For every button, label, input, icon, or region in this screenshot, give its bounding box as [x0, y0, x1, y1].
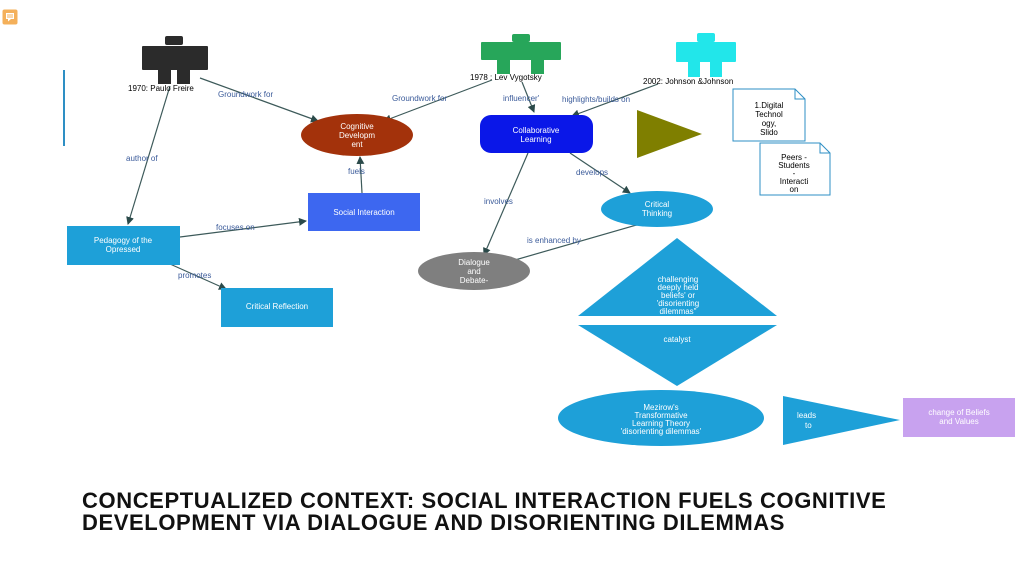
- svg-text:Transformative: Transformative: [634, 411, 688, 420]
- node-change-of-beliefs: change of Beliefs and Values: [903, 398, 1015, 437]
- svg-text:catalyst: catalyst: [663, 335, 691, 344]
- svg-text:Collaborative: Collaborative: [513, 126, 560, 135]
- svg-text:change of Beliefs: change of Beliefs: [928, 408, 989, 417]
- edge-label-promotes: promotes: [178, 271, 211, 280]
- svg-text:Developm: Developm: [339, 131, 375, 140]
- svg-text:Pedagogy of the: Pedagogy of the: [94, 236, 153, 245]
- svg-text:Cognitive: Cognitive: [340, 122, 374, 131]
- svg-text:Slido: Slido: [760, 128, 778, 137]
- svg-text:Students: Students: [778, 161, 810, 170]
- edge-collaborative-thinking: [569, 152, 631, 194]
- svg-text:ent: ent: [351, 140, 363, 149]
- node-cognitive-development: Cognitive Developm ent: [301, 114, 413, 156]
- svg-text:Learning: Learning: [520, 135, 551, 144]
- svg-text:Debate-: Debate-: [460, 276, 489, 285]
- svg-text:Peers -: Peers -: [781, 153, 807, 162]
- svg-text:Critical Reflection: Critical Reflection: [246, 302, 308, 311]
- comment-icon[interactable]: [2, 9, 18, 25]
- svg-text:Dialogue: Dialogue: [458, 258, 490, 267]
- svg-text:Social Interaction: Social Interaction: [333, 208, 394, 217]
- svg-text:dilemmas": dilemmas": [659, 307, 696, 316]
- svg-text:'disorienting dilemmas': 'disorienting dilemmas': [621, 427, 702, 436]
- edge-vygotsky-cognitive: [383, 79, 493, 123]
- svg-text:Opressed: Opressed: [106, 245, 141, 254]
- node-challenging-beliefs: challenging deeply held beliefs' or 'dis…: [578, 238, 777, 316]
- connectors: [126, 77, 659, 290]
- edge-label-fuels: fuels: [348, 167, 365, 176]
- edge-collaborative-dialogue: [483, 152, 529, 256]
- svg-text:and Values: and Values: [939, 417, 978, 426]
- olive-play-triangle: [637, 110, 702, 158]
- edge-label-groundwork-1: Groundwork for: [218, 90, 273, 99]
- edge-label-highlights: highlights/builds on: [562, 95, 630, 104]
- edge-pedagogy-reflection: [169, 263, 227, 290]
- svg-text:Mezirow's: Mezirow's: [643, 403, 678, 412]
- edge-thinking-dialogue: [507, 223, 641, 263]
- edge-label-enhanced: is enhanced by: [527, 236, 581, 245]
- node-critical-reflection: Critical Reflection: [221, 288, 333, 327]
- slide-title: CONCEPTUALIZED CONTEXT: SOCIAL INTERACTI…: [82, 488, 887, 535]
- svg-text:Thinking: Thinking: [642, 209, 672, 218]
- edge-freire-pedagogy: [126, 85, 171, 225]
- person-icon-johnson: [676, 33, 736, 77]
- svg-text:Critical: Critical: [645, 200, 670, 209]
- note-peers-students: Peers - Students - Interacti on: [759, 142, 831, 196]
- edge-label-involves: involves: [484, 197, 513, 206]
- edge-vygotsky-collaborative: [521, 81, 536, 113]
- edge-label-author-of: author of: [126, 154, 158, 163]
- svg-text:on: on: [790, 185, 799, 194]
- node-social-interaction: Social Interaction: [308, 193, 420, 231]
- person-icon-freire: [142, 36, 208, 84]
- svg-text:ogy,: ogy,: [762, 119, 777, 128]
- person-label-johnson: 2002: Johnson &Johnson: [643, 77, 733, 86]
- concept-map: Groundwork for Groundwork for author of …: [67, 33, 1015, 446]
- svg-text:beliefs' or: beliefs' or: [661, 291, 695, 300]
- left-accent-bar: [63, 70, 65, 146]
- svg-text:deeply held: deeply held: [658, 283, 699, 292]
- node-critical-thinking: Critical Thinking: [601, 191, 713, 227]
- person-label-freire: 1970: Paulo Freire: [128, 84, 194, 93]
- edge-pedagogy-social: [179, 217, 307, 238]
- person-icon-vygotsky: [481, 34, 561, 74]
- edge-label-develops: develops: [576, 168, 608, 177]
- node-collaborative-learning: Collaborative Learning: [480, 115, 593, 153]
- node-pedagogy-of-the-oppressed: Pedagogy of the Opressed: [67, 226, 180, 265]
- svg-text:challenging: challenging: [658, 275, 698, 284]
- svg-text:Interacti: Interacti: [780, 177, 809, 186]
- node-catalyst: catalyst: [578, 325, 777, 386]
- svg-text:1.Digital: 1.Digital: [755, 101, 784, 110]
- svg-text:-: -: [793, 169, 796, 178]
- edge-label-focuses-on: focuses on: [216, 223, 255, 232]
- person-label-vygotsky: 1978 : Lev Vygotsky: [470, 73, 542, 82]
- svg-text:Learning Theory: Learning Theory: [632, 419, 690, 428]
- svg-text:to: to: [805, 421, 812, 430]
- edge-freire-cognitive: [199, 77, 319, 123]
- svg-text:leads: leads: [797, 411, 816, 420]
- node-mezirow-transformative-learning: Mezirow's Transformative Learning Theory…: [558, 390, 764, 446]
- edge-johnson-collaborative: [571, 83, 659, 118]
- edge-labels: Groundwork for Groundwork for author of …: [126, 90, 630, 280]
- node-leads-to: leads to: [783, 396, 900, 445]
- edge-social-cognitive: [356, 156, 365, 194]
- svg-text:and: and: [467, 267, 480, 276]
- edge-label-groundwork-2: Groundwork for: [392, 94, 447, 103]
- svg-text:'disorienting: 'disorienting: [657, 299, 699, 308]
- edge-label-influencer: influencer': [503, 94, 540, 103]
- node-dialogue-and-debate: Dialogue and Debate-: [418, 252, 530, 290]
- svg-text:Technol: Technol: [755, 110, 783, 119]
- note-digital-technology: 1.Digital Technol ogy, Slido: [732, 88, 806, 142]
